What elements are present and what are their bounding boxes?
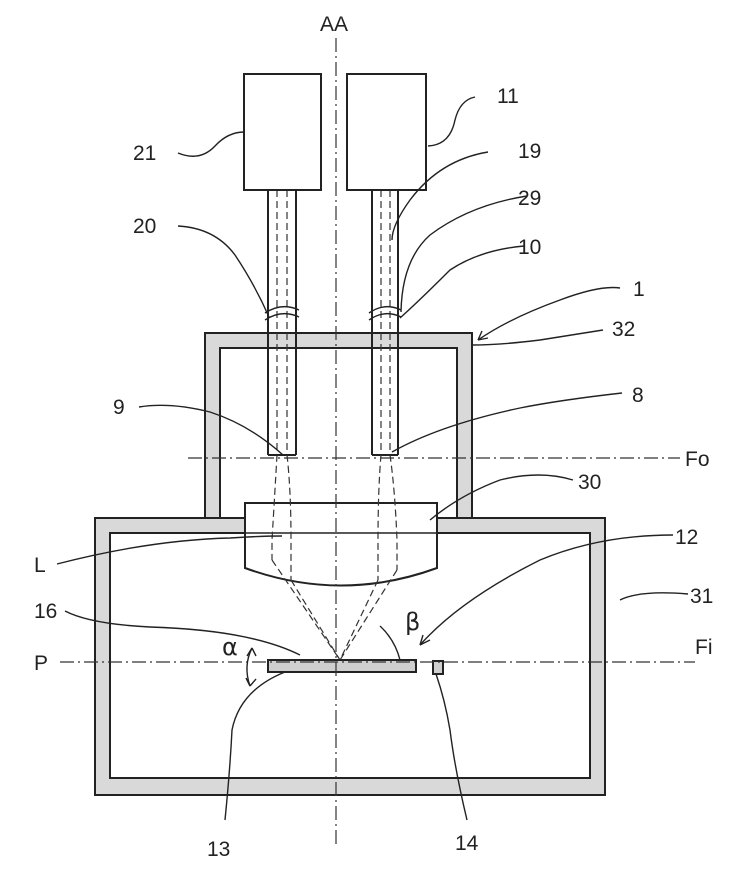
label-9: 9 [113, 396, 125, 419]
label-alpha: α [222, 633, 238, 661]
label-30: 30 [578, 471, 601, 494]
label-32: 32 [612, 318, 635, 341]
label-14: 14 [455, 832, 479, 855]
label-21: 21 [133, 142, 156, 165]
label-20: 20 [133, 215, 156, 238]
alpha-rotation-arrow [245, 647, 257, 687]
box-11 [346, 73, 427, 191]
label-l: L [34, 554, 46, 577]
sample-13 [267, 659, 417, 673]
label-29: 29 [518, 187, 541, 210]
label-31: 31 [690, 585, 713, 608]
element-14 [432, 660, 444, 675]
fiber-right [368, 190, 402, 456]
label-8: 8 [632, 384, 644, 407]
label-19: 19 [518, 140, 541, 163]
label-fo: Fo [685, 448, 710, 471]
label-beta: β [405, 608, 420, 636]
label-p: P [34, 652, 48, 675]
label-13: 13 [207, 838, 230, 861]
leader-lines [56, 96, 689, 821]
label-fi: Fi [695, 636, 713, 659]
label-11: 11 [497, 85, 519, 108]
fiber-left [264, 190, 300, 456]
label-12: 12 [675, 526, 698, 549]
label-1: 1 [633, 278, 645, 301]
label-axis-aa: AA [320, 13, 348, 36]
lens [244, 502, 438, 587]
label-16: 16 [34, 600, 57, 623]
upper-housing [204, 332, 473, 519]
label-10: 10 [518, 236, 541, 259]
box-21 [243, 73, 322, 191]
beam-paths [271, 454, 398, 661]
